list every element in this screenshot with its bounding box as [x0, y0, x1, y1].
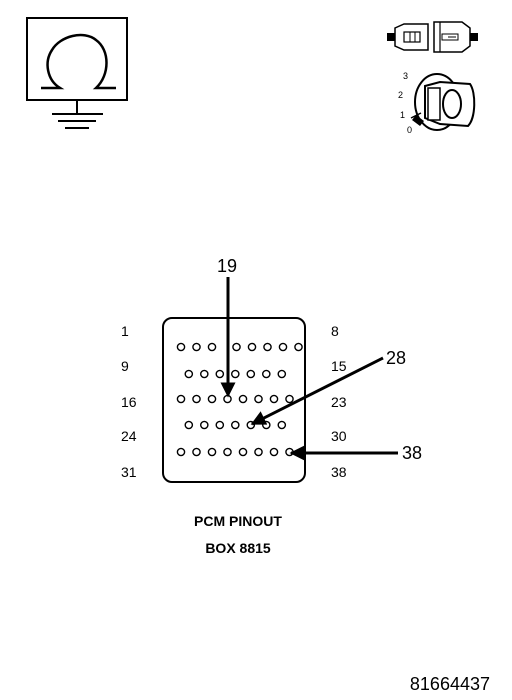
- connector-pin: [223, 394, 232, 404]
- connector-pin: [277, 369, 287, 379]
- row-label-left: 1: [121, 323, 129, 339]
- connector-pin: [232, 342, 241, 352]
- connector-pin: [192, 394, 201, 404]
- connector-pin: [192, 447, 201, 457]
- connector-pin: [176, 342, 186, 352]
- connector-disconnect-icon: [387, 21, 478, 53]
- connector-pin: [254, 394, 263, 404]
- connector-pin: [254, 447, 263, 457]
- row-label-right: 30: [331, 428, 347, 444]
- connector-pin: [230, 420, 240, 430]
- connector-pin: [278, 342, 288, 352]
- row-labels: 1 9 16 24 31 8 15 23 30 38: [121, 323, 347, 480]
- connector-pin: [247, 342, 257, 352]
- diagram-caption-title: PCM PINOUT: [194, 513, 282, 529]
- callout-arrow-28: [250, 356, 384, 426]
- row-label-right: 8: [331, 323, 339, 339]
- ignition-position-label: 3: [403, 71, 408, 81]
- connector-pin: [269, 447, 279, 457]
- connector-pin: [246, 369, 256, 379]
- connector-pin: [199, 420, 209, 430]
- callout-label-38: 38: [402, 443, 422, 463]
- connector-pin-grid: [176, 342, 303, 457]
- connector-pin: [269, 394, 279, 404]
- row-label-left: 31: [121, 464, 137, 480]
- ignition-key-icon: 3 2 1 0: [398, 71, 476, 135]
- ignition-position-label: 2: [398, 90, 403, 100]
- connector-pin: [238, 394, 248, 404]
- connector-pin: [223, 447, 232, 457]
- callout-label-28: 28: [386, 348, 406, 368]
- connector-pin: [230, 369, 240, 379]
- connector-pin: [261, 420, 271, 430]
- row-label-right: 38: [331, 464, 347, 480]
- connector-pin: [192, 342, 201, 352]
- row-label-left: 16: [121, 394, 137, 410]
- connector-pin: [215, 420, 225, 430]
- connector-pin: [207, 447, 217, 457]
- connector-pin: [294, 342, 303, 352]
- connector-pin: [199, 369, 209, 379]
- connector-pin: [261, 369, 271, 379]
- document-number: 81664437: [410, 674, 490, 694]
- connector-pin: [176, 447, 186, 457]
- connector-pin: [207, 342, 217, 352]
- connector-pin: [238, 447, 248, 457]
- connector-pin: [207, 394, 217, 404]
- connector-pin: [215, 369, 225, 379]
- row-label-left: 24: [121, 428, 137, 444]
- ignition-position-label: 1: [400, 110, 405, 120]
- pcm-connector-body: [162, 317, 306, 483]
- connector-pin: [277, 420, 287, 430]
- connector-pin: [263, 342, 272, 352]
- connector-pin: [285, 394, 294, 404]
- diagram-caption-box: BOX 8815: [205, 540, 271, 556]
- row-label-right: 15: [331, 358, 347, 374]
- ignition-position-label: 0: [407, 125, 412, 135]
- connector-pin: [184, 420, 194, 430]
- connector-pin: [184, 369, 194, 379]
- connector-pin: [176, 394, 186, 404]
- row-label-left: 9: [121, 358, 129, 374]
- callout-label-19: 19: [217, 256, 237, 276]
- ohm-meter-ground-icon: [26, 17, 128, 129]
- row-label-right: 23: [331, 394, 347, 410]
